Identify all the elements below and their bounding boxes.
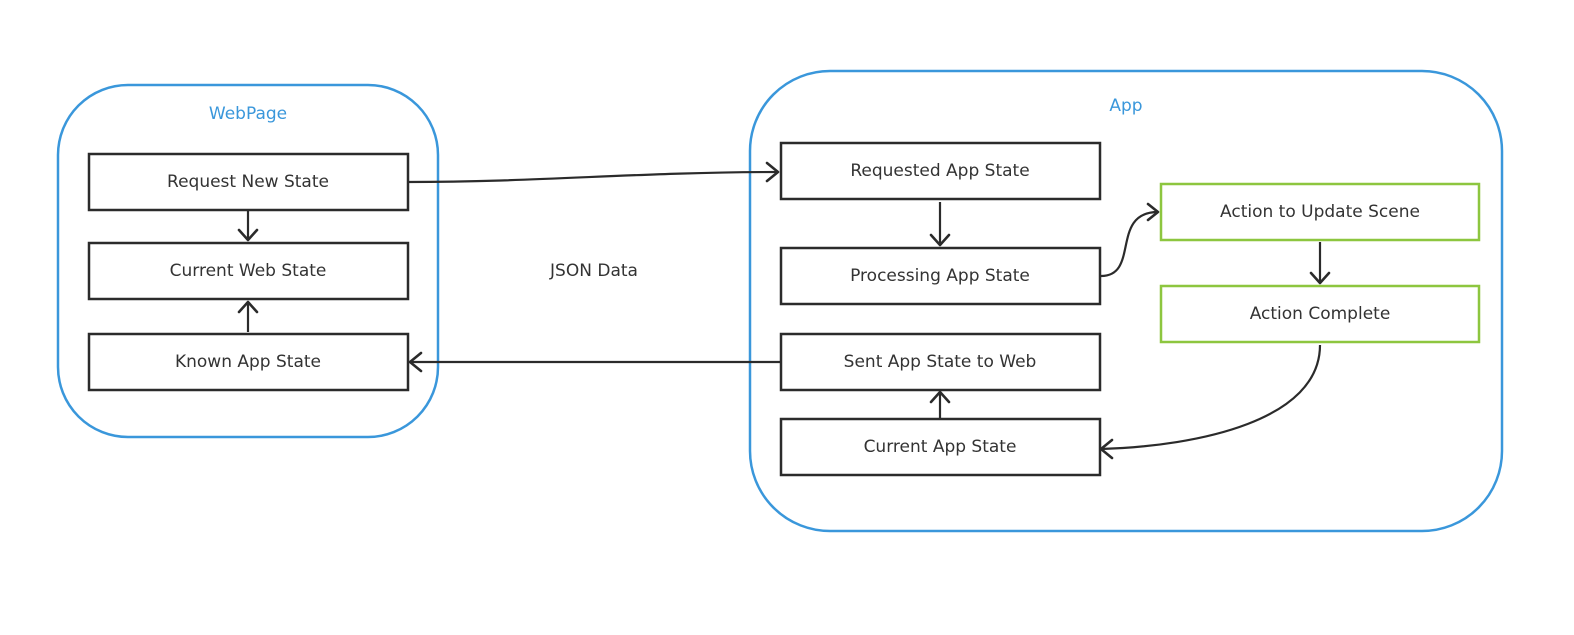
node-sent-app-state-to-web-label: Sent App State to Web (844, 352, 1037, 372)
edge-request-to-current-web (237, 211, 259, 242)
edge-requested-to-processing (929, 202, 951, 247)
node-requested-app-state-label: Requested App State (850, 161, 1029, 181)
node-processing-app-state: Processing App State (779, 246, 1102, 306)
node-requested-app-state: Requested App State (779, 141, 1102, 201)
app-container-title: App (1109, 96, 1142, 116)
node-sent-app-state-to-web: Sent App State to Web (779, 332, 1102, 392)
edge-processing-to-action (1100, 202, 1160, 278)
node-known-app-state-label: Known App State (175, 352, 321, 372)
node-action-complete: Action Complete (1159, 284, 1481, 344)
node-action-complete-label: Action Complete (1250, 304, 1391, 324)
node-action-to-update-scene-label: Action to Update Scene (1220, 202, 1420, 222)
node-processing-app-state-label: Processing App State (850, 266, 1030, 286)
webpage-container: WebPage (56, 83, 440, 439)
json-data-label: JSON Data (549, 261, 638, 281)
node-request-new-state-label: Request New State (167, 172, 329, 192)
edge-sent-to-known (408, 351, 780, 373)
node-request-new-state: Request New State (87, 152, 410, 212)
node-current-web-state-label: Current Web State (170, 261, 327, 281)
webpage-container-title: WebPage (209, 104, 287, 124)
edge-action-to-complete (1309, 242, 1331, 285)
node-current-web-state: Current Web State (87, 241, 410, 301)
edge-request-to-requested-app (407, 161, 780, 184)
node-action-to-update-scene: Action to Update Scene (1159, 182, 1481, 242)
edge-current-app-to-sent (929, 390, 951, 418)
node-current-app-state: Current App State (779, 417, 1102, 477)
node-current-app-state-label: Current App State (864, 437, 1017, 457)
edges (237, 161, 1331, 460)
edge-complete-to-current-app (1099, 344, 1322, 460)
app-container: App (748, 69, 1504, 533)
edge-known-to-current-web (237, 300, 259, 332)
node-known-app-state: Known App State (87, 332, 410, 392)
